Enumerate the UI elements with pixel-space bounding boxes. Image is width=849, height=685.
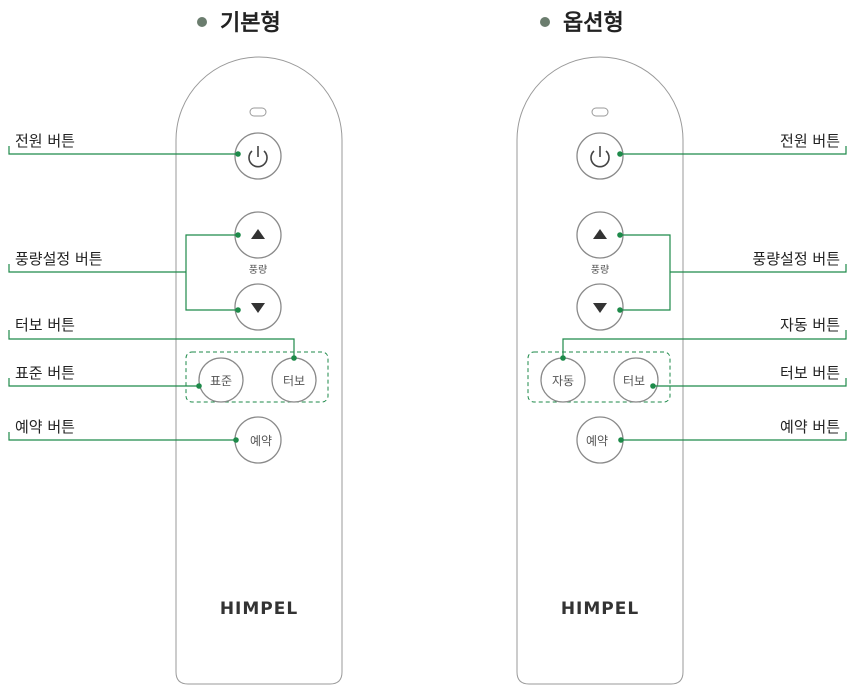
auto-callout: 자동 버튼 [780, 316, 840, 334]
brand-logo: HIMPEL [561, 599, 639, 619]
option-remote: 풍량 자동 터보 예약 HIMPEL [516, 56, 847, 685]
bullet-icon [197, 17, 207, 27]
auto-button[interactable]: 자동 [540, 357, 586, 403]
power-button[interactable] [576, 132, 624, 180]
turbo-button[interactable]: 터보 [271, 357, 317, 403]
turbo-button-label: 터보 [283, 374, 305, 388]
reserve-button-label: 예약 [586, 433, 608, 448]
power-icon [248, 146, 268, 168]
reserve-button-label: 예약 [250, 433, 272, 448]
power-callout: 전원 버튼 [780, 132, 840, 150]
led-indicator [249, 107, 267, 117]
basic-leader-lines [8, 146, 297, 443]
fan-speed-callout: 풍량설정 버튼 [15, 250, 103, 268]
bullet-icon [540, 17, 550, 27]
reserve-button[interactable]: 예약 [234, 416, 282, 464]
option-title: 옵션형 [563, 11, 624, 36]
basic-title: 기본형 [220, 11, 281, 36]
turbo-button-label: 터보 [623, 374, 645, 388]
fan-down-button[interactable] [576, 283, 624, 331]
remote-body [516, 56, 684, 685]
reserve-callout: 예약 버튼 [780, 418, 840, 436]
triangle-up-icon [251, 229, 265, 239]
option-leader-lines [560, 146, 847, 443]
led-indicator [591, 107, 609, 117]
auto-button-label: 자동 [552, 374, 574, 388]
brand-logo: HIMPEL [220, 599, 298, 619]
fan-up-button[interactable] [234, 211, 282, 259]
mode-group-box [527, 351, 671, 403]
basic-remote: 풍량 표준 터보 예약 HIMPEL [8, 56, 343, 685]
triangle-down-icon [251, 303, 265, 313]
turbo-button[interactable]: 터보 [613, 357, 659, 403]
fan-down-button[interactable] [234, 283, 282, 331]
option-section-header: 옵션형 [540, 11, 624, 36]
standard-button[interactable]: 표준 [198, 357, 244, 403]
fan-label: 풍량 [249, 264, 267, 276]
triangle-up-icon [593, 229, 607, 239]
mode-group-box [185, 351, 329, 403]
reserve-callout: 예약 버튼 [15, 418, 75, 436]
power-icon [590, 146, 610, 168]
turbo-callout: 터보 버튼 [15, 316, 75, 334]
basic-section-header: 기본형 [197, 11, 281, 36]
turbo-callout: 터보 버튼 [780, 364, 840, 382]
power-button[interactable] [234, 132, 282, 180]
power-callout: 전원 버튼 [15, 132, 75, 150]
reserve-button[interactable]: 예약 [576, 416, 624, 464]
fan-speed-callout: 풍량설정 버튼 [752, 250, 840, 268]
standard-button-label: 표준 [210, 374, 232, 388]
remote-body [175, 56, 343, 685]
fan-up-button[interactable] [576, 211, 624, 259]
fan-label: 풍량 [591, 264, 609, 276]
triangle-down-icon [593, 303, 607, 313]
standard-callout: 표준 버튼 [15, 364, 75, 382]
